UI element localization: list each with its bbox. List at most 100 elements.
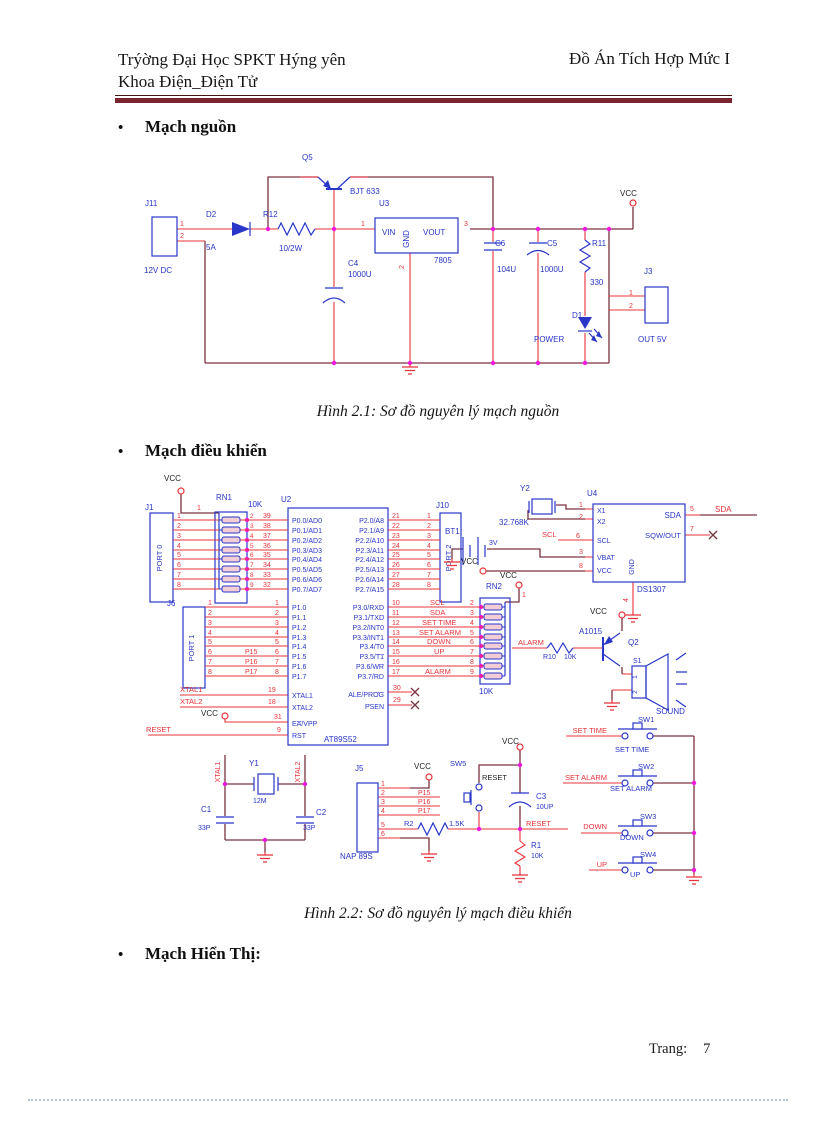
schematic-label: 32.768K bbox=[499, 518, 529, 527]
bottom-dotted-line bbox=[28, 1099, 788, 1101]
schematic-label: 2 bbox=[427, 523, 431, 530]
schematic-label: Y1 bbox=[249, 759, 259, 768]
schematic-label: XTAL1 bbox=[215, 761, 222, 782]
junction-dot bbox=[222, 781, 228, 787]
schematic-label: 10K bbox=[564, 654, 577, 661]
schematic-label: VIN bbox=[382, 228, 396, 237]
schematic-label: S1 bbox=[633, 658, 642, 665]
schematic-label: 1.5K bbox=[449, 819, 464, 828]
no-connect-icon bbox=[410, 700, 420, 710]
schematic-label: 25 bbox=[392, 552, 400, 559]
schematic-label: DOWN bbox=[427, 637, 451, 646]
schematic-label: D2 bbox=[206, 210, 217, 219]
schematic-label: X1 bbox=[597, 508, 606, 515]
battery-bt1 bbox=[462, 537, 486, 565]
capacitor-c5 bbox=[526, 242, 550, 256]
schematic-label: 28 bbox=[392, 582, 400, 589]
schematic-label: 330 bbox=[590, 278, 604, 287]
schematic-label: 32 bbox=[263, 582, 271, 589]
schematic-label: 3 bbox=[470, 610, 474, 617]
schematic-label: PORT 0 bbox=[155, 545, 164, 572]
ground-symbol bbox=[421, 851, 437, 862]
schematic-label: 7 bbox=[690, 526, 694, 533]
rn2-element bbox=[483, 652, 503, 660]
schematic-label: BT1 bbox=[445, 527, 460, 536]
capacitor-c4 bbox=[322, 287, 346, 304]
schematic-label: VCC bbox=[502, 737, 519, 746]
schematic-label: 2 bbox=[579, 514, 583, 521]
schematic-label: 5 bbox=[470, 630, 474, 637]
schematic-label: 4 bbox=[470, 620, 474, 627]
header-university: Trýờng Đại Học SPKT Hýng yên bbox=[118, 50, 346, 69]
schematic-label: P0.3/AD3 bbox=[292, 548, 322, 555]
schematic-label: 2 bbox=[470, 600, 474, 607]
rn1-element bbox=[221, 516, 241, 524]
push-button-switch bbox=[618, 856, 657, 874]
schematic-label: 104U bbox=[497, 265, 516, 274]
schematic-label: P1.3 bbox=[292, 635, 307, 642]
figure-caption-2-2: Hình 2.2: Sơ đồ nguyên lý mạch điều khiể… bbox=[304, 905, 572, 922]
schematic-label: DOWN bbox=[583, 822, 607, 831]
schematic-label: P1.1 bbox=[292, 615, 307, 622]
header-rule-thick bbox=[115, 98, 732, 103]
schematic-label: 2 bbox=[177, 523, 181, 530]
junction-dot bbox=[265, 226, 271, 232]
schematic-label: 15 bbox=[392, 649, 400, 656]
schematic-label: 7 bbox=[208, 659, 212, 666]
no-connect-icon bbox=[410, 687, 420, 697]
schematic-label: 18 bbox=[268, 699, 276, 706]
speaker-s1 bbox=[631, 652, 687, 712]
schematic-label: POWER bbox=[534, 335, 564, 344]
junction-dot bbox=[691, 780, 697, 786]
resistor-r2 bbox=[417, 821, 449, 837]
schematic-label: P0.1/AD1 bbox=[292, 528, 322, 535]
transistor-q5 bbox=[317, 176, 351, 190]
schematic-label: 2 bbox=[250, 513, 254, 520]
schematic-label: 39 bbox=[263, 513, 271, 520]
schematic-label: 3 bbox=[177, 533, 181, 540]
schematic-label: 8 bbox=[470, 659, 474, 666]
schematic-label: 31 bbox=[274, 714, 282, 721]
schematic-label: U3 bbox=[379, 199, 390, 208]
schematic-label: PORT 2 bbox=[444, 545, 453, 572]
schematic-label: SET TIME bbox=[573, 726, 607, 735]
schematic-label: 17 bbox=[392, 669, 400, 676]
schematic-label: P2.3/A11 bbox=[356, 548, 384, 555]
connector-j3 bbox=[644, 286, 669, 324]
schematic-label: 3 bbox=[381, 799, 385, 806]
section-bullet-power: •Mạch nguồn bbox=[118, 117, 236, 137]
schematic-label: 6 bbox=[470, 639, 474, 646]
schematic-label: XTAL2 bbox=[295, 761, 302, 782]
schematic-label: SET TIME bbox=[615, 745, 649, 754]
schematic-label: P3.2/INT0 bbox=[352, 625, 384, 632]
schematic-label: 5 bbox=[275, 639, 279, 646]
schematic-label: P2.7/A15 bbox=[355, 587, 384, 594]
schematic-label: 7 bbox=[275, 659, 279, 666]
schematic-label: 6 bbox=[177, 562, 181, 569]
schematic-label: 8 bbox=[208, 669, 212, 676]
schematic-label: P1.2 bbox=[292, 625, 307, 632]
schematic-label: PORT 1 bbox=[187, 635, 196, 662]
schematic-label: 1 bbox=[632, 675, 639, 679]
schematic-label: 7 bbox=[177, 572, 181, 579]
schematic-label: 10K bbox=[248, 500, 263, 509]
schematic-label: SCL bbox=[597, 538, 611, 545]
connector-j11 bbox=[151, 216, 178, 257]
junction-dot bbox=[407, 360, 413, 366]
schematic-label: P0.0/AD0 bbox=[292, 518, 322, 525]
schematic-label: P2.5/A13 bbox=[355, 567, 384, 574]
schematic-label: 10K bbox=[531, 853, 544, 860]
schematic-label: C4 bbox=[348, 259, 359, 268]
schematic-label: 27 bbox=[392, 572, 400, 579]
resistor-r12 bbox=[277, 221, 316, 237]
schematic-label: 3 bbox=[275, 620, 279, 627]
rtc-ds1307 bbox=[592, 503, 686, 583]
schematic-label: ALARM bbox=[518, 638, 544, 647]
schematic-label: 6 bbox=[250, 552, 254, 559]
schematic-label: 2 bbox=[629, 303, 633, 310]
schematic-label: 24 bbox=[392, 543, 400, 550]
junction-dot bbox=[691, 867, 697, 873]
schematic-label: ALE/PROG bbox=[348, 692, 384, 699]
rn2-element bbox=[483, 603, 503, 611]
